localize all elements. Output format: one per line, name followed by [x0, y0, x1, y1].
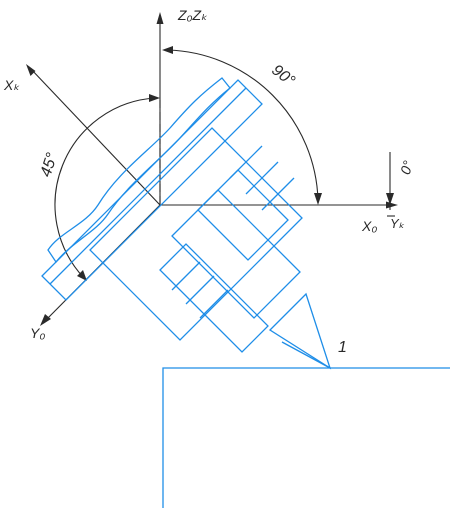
xk-axis-arrowhead [26, 64, 36, 76]
tool-wavy-edge [47, 77, 231, 264]
labels: Z₀Zₖ Xₖ X₀ Yₖ Y₀ 90° 45° 0° 1 [3, 7, 416, 356]
zero-marker-arrowhead [386, 193, 394, 205]
workpiece [162, 367, 450, 508]
tool-shank [41, 79, 263, 301]
tool-tip-cone [268, 292, 332, 370]
arc-90 [167, 49, 319, 201]
tool-step-line-3 [261, 177, 295, 211]
arc-90-arrowhead-top [162, 46, 173, 54]
arc-90-arrowhead-right [314, 193, 322, 205]
arc-45-arrowhead-bottom [77, 270, 87, 281]
label-angle-0: 0° [397, 158, 416, 176]
tool-step-line-2 [245, 161, 279, 195]
tool-step-line-1 [229, 145, 263, 179]
coordinate-axes [26, 12, 398, 326]
arc-45 [54, 97, 156, 279]
tool-block-upper [197, 169, 289, 261]
tool-tip-edge [281, 341, 331, 369]
cutting-tool [41, 77, 332, 370]
workpiece-outline [162, 367, 450, 508]
tool-step-line-6 [199, 289, 229, 319]
label-point-1: 1 [338, 339, 347, 356]
label-z0zk: Z₀Zₖ [177, 7, 208, 23]
label-yk: Yₖ [390, 216, 405, 231]
x-axis-arrowhead [386, 201, 398, 209]
y0-axis-arrowhead [40, 314, 51, 326]
label-angle-45: 45° [38, 150, 62, 179]
tool-block-lower [159, 243, 269, 353]
tool-holder-body [89, 127, 303, 341]
tool-shank-inner-line [49, 87, 247, 285]
label-angle-90: 90° [268, 62, 298, 91]
angle-arcs [54, 46, 395, 281]
z-axis-arrowhead [156, 12, 164, 24]
arc-45-arrowhead-top [149, 94, 160, 102]
label-x0: X₀ [361, 218, 377, 234]
xk-axis [29, 67, 161, 206]
tool-step-line-4 [171, 261, 201, 291]
label-y0: Y₀ [30, 325, 45, 341]
label-xk: Xₖ [3, 77, 20, 93]
tool-step-line-5 [185, 275, 215, 305]
